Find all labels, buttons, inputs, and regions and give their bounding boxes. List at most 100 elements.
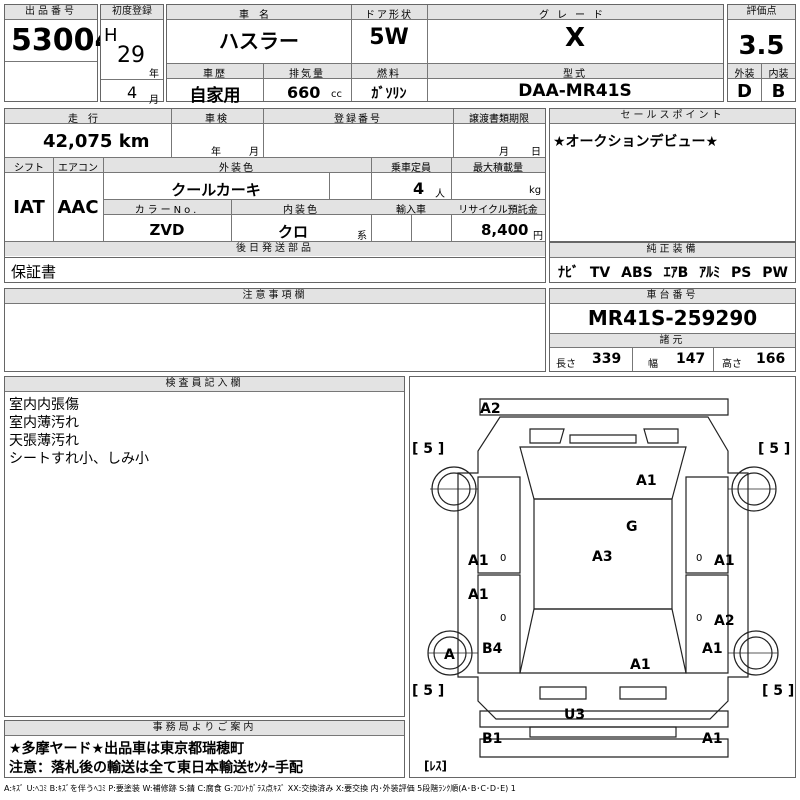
max-load-unit: kg [529, 185, 542, 196]
length: 339 [592, 351, 622, 367]
damage-left-quarter: B4 [482, 641, 503, 657]
score-value: 3.5 [738, 31, 785, 61]
tire-rear-left: [ 5 ] [412, 683, 445, 699]
inspector-label: 検査員記入欄 [5, 377, 404, 392]
office-line-1: ★多摩ヤード★出品車は東京都瑞穂町 [9, 741, 245, 757]
lot-box: 出品番号 53004 [4, 4, 115, 102]
length-label: 長さ [556, 359, 576, 370]
detail-box: 走行 車検 登録番号 譲渡書類期限 42,075 km 年 月 月 日 シフト … [4, 108, 546, 258]
transfer-label: 譲渡書類期限 [469, 114, 529, 125]
inspector-box: 検査員記入欄 室内内張傷 室内薄汚れ 天張薄汚れ シートすれ小、しみ小 [4, 376, 405, 717]
int-label: 内装 [768, 69, 789, 80]
damage-rear-hatch: A1 [630, 657, 651, 673]
transfer-day-unit: 日 [531, 147, 541, 158]
equip-airbag: ｴｱB [663, 265, 689, 281]
width-label: 幅 [648, 359, 658, 370]
chassis-number: MR41S-259290 [587, 306, 758, 330]
equip-ps: PS [731, 265, 752, 281]
capacity-unit: 人 [435, 189, 445, 200]
sales-point-label: セールスポイント [550, 109, 795, 124]
inspection-label: 車検 [205, 114, 229, 125]
damage-hood: A1 [636, 473, 657, 489]
mileage-label: 走行 [68, 114, 108, 125]
lot-label: 出品番号 [5, 5, 97, 20]
equipment-box: 純正装備 ﾅﾋﾞ TV ABS ｴｱB ｱﾙﾐ PS PW [549, 242, 796, 283]
equip-pw: PW [762, 265, 788, 281]
inspector-line-3: 天張薄汚れ [9, 433, 79, 449]
color-no-label: カラーNo. [134, 205, 200, 216]
aircon-label: エアコン [58, 163, 98, 174]
damage-right-front-door: A1 [714, 553, 735, 569]
damage-rear-panel: U3 [564, 707, 586, 723]
history: 自家用 [189, 86, 241, 106]
recycle-fee: 8,400 [481, 221, 529, 239]
aircon: AAC [57, 197, 99, 218]
equip-tv: TV [589, 265, 611, 281]
later-parts-box: 保証書 [4, 257, 546, 283]
lot-number: 53004 [11, 23, 116, 58]
fuel-label: 燃料 [377, 69, 401, 80]
equip-alloy: ｱﾙﾐ [699, 265, 721, 281]
damage-right-quarter: A1 [702, 641, 723, 657]
equip-abs: ABS [621, 265, 653, 281]
damage-diagram: [ 5 ] [ 5 ] [ 5 ] [ 5 ] [ﾚｽ] A2 A1 G A3 … [409, 376, 796, 778]
mark-right-rear: 0 [696, 613, 703, 624]
first-reg-box: 初度登録 H 29 年 4 月 [100, 4, 164, 106]
damage-rear-bumper-left: B1 [482, 731, 503, 747]
interior-color: クロ [277, 223, 308, 241]
interior-color-label: 内装色 [283, 205, 319, 216]
max-load-label: 最大積載量 [473, 163, 523, 174]
shift: IAT [13, 197, 45, 218]
spare-tire: [ﾚｽ] [424, 759, 447, 773]
grade-label: グレード [539, 10, 611, 21]
equipment-list: ﾅﾋﾞ TV ABS ｴｱB ｱﾙﾐ PS PW [558, 262, 788, 282]
door-label: ドア形状 [365, 10, 413, 21]
reg-month: 4 [127, 83, 138, 102]
tire-front-right: [ 5 ] [758, 441, 791, 457]
legend: A:ｷｽﾞ U:ﾍｺﾐ B:ｷｽﾞを伴うﾍｺﾐ P:要塗装 W:補修跡 S:錆 … [4, 784, 516, 793]
inspection-month-unit: 月 [249, 147, 259, 158]
int-grade: B [771, 81, 786, 102]
capacity-label: 乗車定員 [391, 163, 431, 174]
sales-point-box: セールスポイント ★オークションデビュー★ [549, 108, 796, 242]
mileage: 42,075 km [43, 131, 150, 152]
mark-left-front: 0 [500, 553, 507, 564]
notes-box: 注意事項欄 [4, 288, 546, 372]
mark-left-rear: 0 [500, 613, 507, 624]
car-outline [427, 398, 779, 758]
damage-left-front-door: A1 [468, 553, 489, 569]
registration-label: 登録番号 [334, 114, 382, 125]
inspector-line-1: 室内内張傷 [9, 397, 79, 413]
fuel: ｶﾞｿﾘﾝ [371, 86, 407, 102]
displacement-label: 排気量 [289, 69, 325, 80]
displacement-unit: cc [331, 89, 342, 100]
transfer-month-unit: 月 [499, 147, 509, 158]
first-reg-label: 初度登録 [101, 5, 163, 20]
notes-label: 注意事項欄 [5, 289, 545, 304]
reg-year: 29 [117, 43, 145, 68]
mark-right-front: 0 [696, 553, 703, 564]
score-box: 評価点 3.5 外装 内装 D B [727, 4, 796, 102]
recycle-label: リサイクル預託金 [458, 205, 538, 216]
exterior-color: クールカーキ [171, 181, 261, 199]
model: DAA-MR41S [518, 81, 632, 101]
damage-left-rear-wheel: A [444, 647, 455, 663]
office-box: 事務局よりご案内 ★多摩ヤード★出品車は東京都瑞穂町 注意：落札後の輸送は全て東… [4, 720, 405, 778]
office-line-2: 注意：落札後の輸送は全て東日本輸送ｾﾝﾀｰ手配 [9, 760, 303, 776]
equip-navi: ﾅﾋﾞ [558, 265, 579, 281]
exterior-color-label: 外装色 [219, 163, 255, 174]
shift-label: シフト [14, 163, 44, 174]
damage-glass: G [626, 519, 638, 535]
car-name-label: 車名 [239, 10, 279, 21]
color-no: ZVD [149, 221, 185, 239]
damage-left-rear-door: A1 [468, 587, 489, 603]
interior-color-unit: 系 [357, 231, 367, 242]
displacement: 660 [287, 83, 321, 102]
equipment-label: 純正装備 [550, 243, 795, 258]
ext-label: 外装 [734, 69, 755, 80]
era: H [104, 25, 118, 46]
capacity: 4 [413, 179, 425, 198]
inspector-line-4: シートすれ小、しみ小 [9, 451, 149, 467]
damage-right-rear-door: A2 [714, 613, 735, 629]
grade: X [564, 23, 586, 53]
